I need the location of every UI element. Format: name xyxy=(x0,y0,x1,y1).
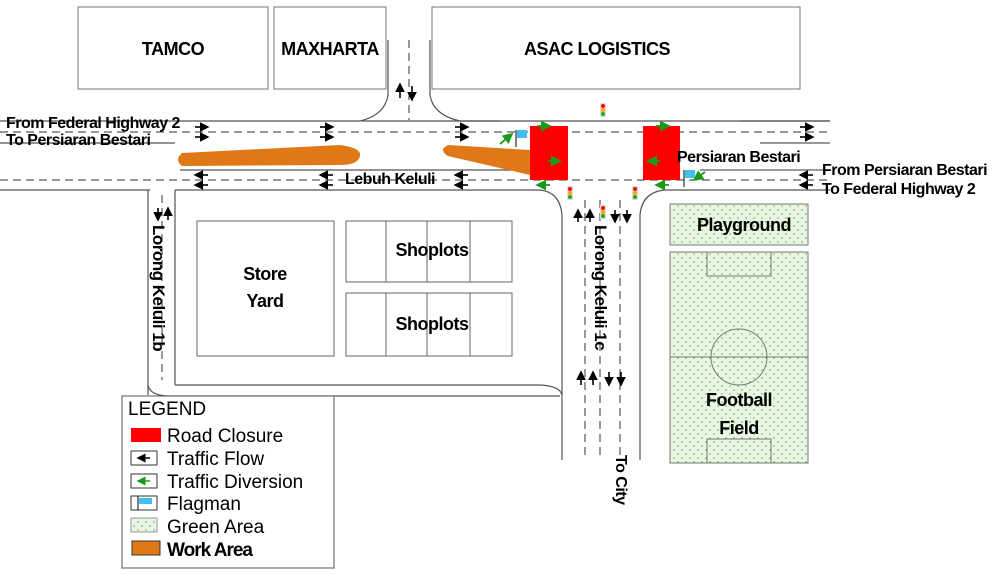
building-tamco xyxy=(77,6,269,90)
label-to-city: To City xyxy=(612,455,629,505)
building-maxharta xyxy=(273,6,387,90)
label-football: Football xyxy=(706,390,772,410)
label-store: Store xyxy=(243,264,287,284)
flagman-icon xyxy=(515,130,695,187)
legend-swatch-flow xyxy=(130,450,158,466)
label-to-pb: To Persiaran Bestari xyxy=(6,132,150,149)
label-asac: ASAC LOGISTICS xyxy=(524,39,671,59)
legend-item-green-area: Green Area xyxy=(167,517,265,538)
football-field xyxy=(669,251,809,464)
label-from-pb: From Persiaran Bestari xyxy=(822,162,987,179)
legend-swatch-flagman xyxy=(130,495,158,511)
legend-swatch-green xyxy=(130,517,158,533)
label-field: Field xyxy=(719,418,759,438)
label-lorong-1c: Lorong Keluli 1c xyxy=(591,225,610,350)
label-shoplots: Shoplots xyxy=(396,240,469,260)
label-playground: Playground xyxy=(697,215,791,235)
legend-item-work-area: Work Area xyxy=(167,540,253,561)
label-yard: Yard xyxy=(246,291,283,311)
legend: LEGEND Road Closure Traffic Flow Traffic… xyxy=(121,395,335,569)
road-closure-east xyxy=(643,126,680,180)
legend-item-road-closure: Road Closure xyxy=(167,426,283,447)
legend-swatch-closure xyxy=(131,428,161,442)
label-from-fh2: From Federal Highway 2 xyxy=(6,115,181,132)
legend-swatch-diversion xyxy=(130,473,158,489)
label-maxharta: MAXHARTA xyxy=(281,39,379,59)
road-closure-west xyxy=(530,126,568,180)
legend-item-traffic-flow: Traffic Flow xyxy=(167,449,264,470)
traffic-light-icon xyxy=(567,103,638,219)
traffic-diversion-arrows xyxy=(499,120,706,191)
building-asac xyxy=(431,6,801,90)
label-persiaran-bestari: Persiaran Bestari xyxy=(677,149,800,166)
legend-title: LEGEND xyxy=(128,399,206,420)
legend-item-traffic-diversion: Traffic Diversion xyxy=(167,472,303,493)
label-to-fh2: To Federal Highway 2 xyxy=(822,181,976,198)
shoplots-north xyxy=(345,220,513,283)
work-area xyxy=(178,145,530,175)
label-shoplots: Shoplots xyxy=(396,314,469,334)
legend-swatch-work xyxy=(131,540,161,556)
playground xyxy=(669,203,809,246)
label-tamco: TAMCO xyxy=(142,39,205,59)
legend-item-flagman: Flagman xyxy=(167,494,241,515)
label-lebuh-keluli: Lebuh Keluli xyxy=(345,171,435,188)
traffic-flow-arrows xyxy=(153,82,815,387)
store-yard xyxy=(196,220,335,357)
shoplots-south xyxy=(345,292,513,357)
label-lorong-1b: Lorong Keluli 1b xyxy=(149,225,168,351)
